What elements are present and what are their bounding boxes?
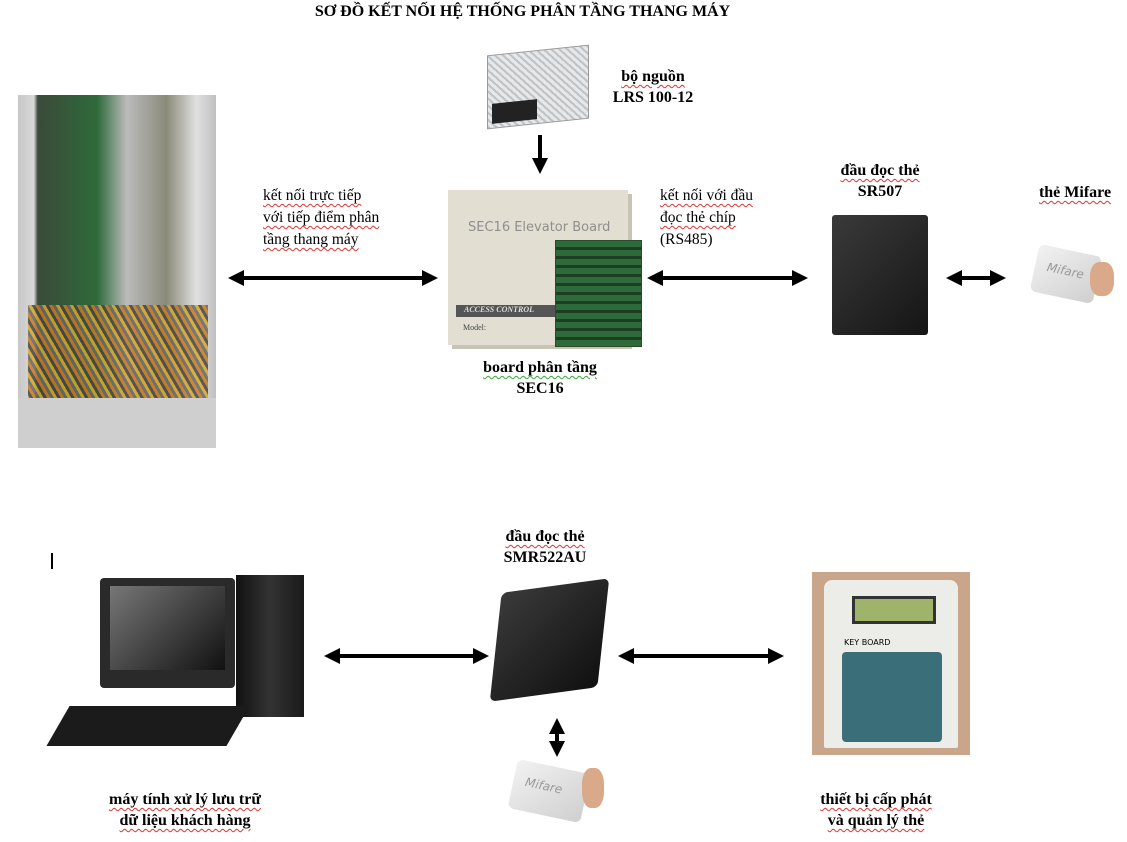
computer-label: máy tính xử lý lưu trữ dữ liệu khách hàn… <box>60 789 310 831</box>
left-note-line1: kết nối trực tiếp <box>263 187 362 204</box>
board-label-line1: board phân tầng <box>483 359 597 376</box>
relay-board-image <box>555 240 642 347</box>
computer-label-line1: máy tính xử lý lưu trữ <box>109 791 261 808</box>
left-note-line3: tầng thang máy <box>263 231 359 248</box>
board-label: board phân tầng SEC16 <box>460 357 620 399</box>
board-model: SEC16 <box>516 380 564 397</box>
computer-label-line2: dữ liệu khách hàng <box>119 812 251 829</box>
box-text: SEC16 Elevator Board <box>468 220 611 235</box>
issuer-label-line2: và quản lý thẻ <box>827 812 925 829</box>
sr507-reader-image <box>832 215 928 335</box>
right-note-line2: đọc thẻ chíp <box>660 209 736 226</box>
card-issuer-device-image: KEY BOARD <box>812 572 970 755</box>
issuer-panel-text: KEY BOARD <box>844 638 891 647</box>
sr507-label: đầu đọc thẻ SR507 <box>810 160 950 202</box>
box-stripe-text: ACCESS CONTROL <box>456 305 584 317</box>
diagram-title: SƠ ĐỒ KẾT NỐI HỆ THỐNG PHÂN TẦNG THANG M… <box>314 3 731 20</box>
hand-image <box>1090 262 1114 296</box>
issuer-label-line1: thiết bị cấp phát <box>820 791 932 808</box>
left-note-line2: với tiếp điểm phân <box>263 209 380 226</box>
mifare-card-label-text: thẻ Mifare <box>1038 184 1112 201</box>
sr507-label-line1: đầu đọc thẻ <box>840 162 920 179</box>
smr522au-label-line1: đầu đọc thẻ <box>505 528 585 545</box>
issuer-label: thiết bị cấp phát và quản lý thẻ <box>776 789 976 831</box>
smr522au-label: đầu đọc thẻ SMR522AU <box>470 526 620 568</box>
text-cursor <box>51 553 53 569</box>
sr507-model: SR507 <box>857 183 903 200</box>
power-supply-label: bộ nguồn LRS 100-12 <box>598 66 708 108</box>
hand-bottom-image <box>582 768 604 808</box>
power-supply-model: LRS 100-12 <box>612 89 694 106</box>
box-model-text: Model: <box>463 323 487 332</box>
right-note-line1: kết nối với đầu <box>660 187 753 204</box>
computer-tower-image <box>236 575 304 717</box>
mifare-card-label: thẻ Mifare <box>1025 182 1125 203</box>
right-connection-note: kết nối với đầu đọc thẻ chíp (RS485) <box>660 185 753 251</box>
left-connection-note: kết nối trực tiếp với tiếp điểm phân tần… <box>263 185 379 251</box>
computer-monitor-image <box>100 578 235 688</box>
smr522au-model: SMR522AU <box>503 549 587 566</box>
right-note-line3: (RS485) <box>660 231 713 248</box>
power-supply-label-line1: bộ nguồn <box>621 68 685 85</box>
elevator-control-cabinet-image <box>18 95 216 448</box>
